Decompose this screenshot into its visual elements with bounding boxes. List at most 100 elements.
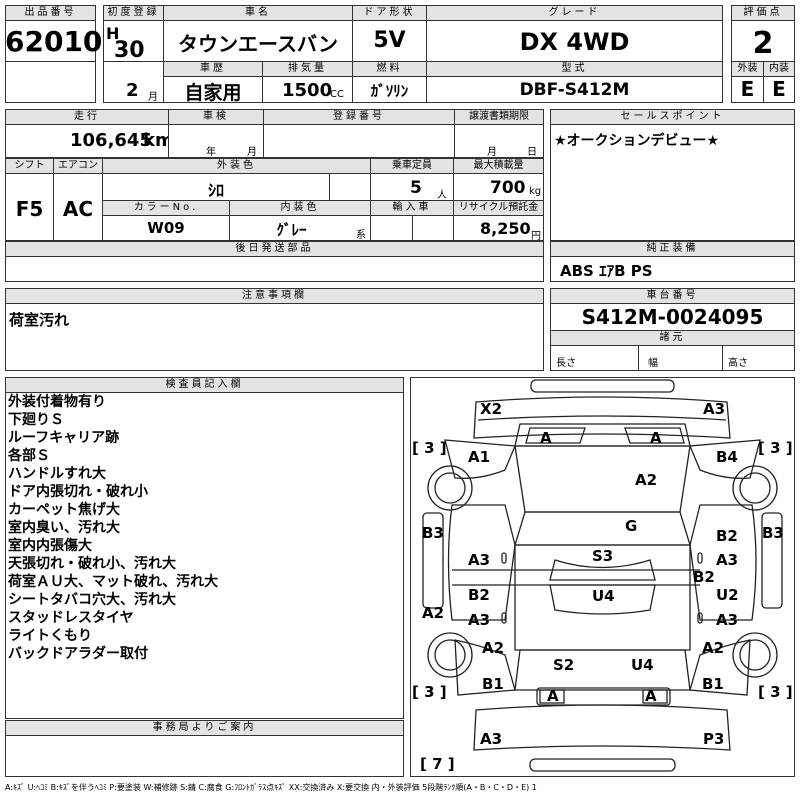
damage-mark: P3 xyxy=(703,730,725,748)
damage-mark: S3 xyxy=(592,547,614,565)
sales-box xyxy=(550,124,795,241)
model-box xyxy=(426,76,723,103)
inspection-label: 車検 xyxy=(168,109,264,125)
inspector-line: ハンドルすれ大 xyxy=(8,466,106,482)
damage-mark: B2 xyxy=(468,586,490,604)
tire-tread-rear-left: [ 3 ] xyxy=(412,683,447,701)
inspector-line: 室内臭い、汚れ大 xyxy=(8,520,120,536)
height-label: 高さ xyxy=(728,358,748,369)
office-label: 事務局よりご案内 xyxy=(5,720,404,736)
load-box xyxy=(453,173,544,201)
length-label: 長さ xyxy=(556,358,576,369)
shift: F5 xyxy=(15,197,44,221)
caution-box xyxy=(5,303,544,371)
displacement-label: 排気量 xyxy=(262,61,353,77)
damage-mark: S2 xyxy=(553,656,575,674)
color-no: W09 xyxy=(147,219,185,237)
int-grade: E xyxy=(772,77,786,101)
sales-label: セールスポイント xyxy=(550,109,795,125)
damage-mark: A2 xyxy=(635,471,658,489)
grade: DX 4WD xyxy=(519,28,630,56)
mileage: 106,645 xyxy=(70,130,152,151)
first-reg-label: 初度登録 xyxy=(103,5,164,21)
history: 自家用 xyxy=(184,82,242,104)
damage-mark: B3 xyxy=(762,524,784,542)
ext-box xyxy=(731,76,764,103)
reg-no-label: 登録番号 xyxy=(263,109,455,125)
color-no-label: カラーNo. xyxy=(102,200,230,216)
later-parts-box xyxy=(5,256,544,282)
width-label: 幅 xyxy=(648,358,658,369)
office-box xyxy=(5,735,404,777)
import-box-1 xyxy=(370,215,413,241)
inspector-line: ルーフキャリア跡 xyxy=(8,430,120,446)
legend: A:ｷｽﾞ U:ﾍｺﾐ B:ｷｽﾞを伴うﾍｺﾐ P:要塗装 W:補修跡 S:錆 … xyxy=(5,783,537,792)
color-no-box xyxy=(102,215,230,241)
ac-label: エアコン xyxy=(53,158,103,174)
ext-color-label: 外装色 xyxy=(102,158,371,174)
door-label: ドア形状 xyxy=(352,5,427,21)
era: H xyxy=(106,24,120,43)
model: DBF-S412M xyxy=(519,80,630,100)
recycle-label: リサイクル預託金 xyxy=(453,200,544,216)
score-label: 評価点 xyxy=(731,5,795,21)
damage-mark: A3 xyxy=(716,611,739,629)
reg-no-box xyxy=(263,124,455,158)
spec-label: 諸元 xyxy=(550,330,795,346)
inspector-line: シートタバコ穴大、汚れ大 xyxy=(8,592,176,608)
damage-mark: A3 xyxy=(468,551,491,569)
damage-mark: U4 xyxy=(631,656,654,674)
shift-label: シフト xyxy=(5,158,54,174)
car-name-label: 車名 xyxy=(163,5,353,21)
equip: ABS ｴｱB PS xyxy=(560,262,653,280)
int-box xyxy=(763,76,795,103)
first-reg-box xyxy=(103,20,164,62)
caution-label: 注意事項欄 xyxy=(5,288,544,304)
inspector-line: カーペット焦げ大 xyxy=(8,502,120,518)
fuel-label: 燃料 xyxy=(352,61,427,77)
damage-mark: B3 xyxy=(422,524,444,542)
damage-mark: U4 xyxy=(592,587,615,605)
int-color-box xyxy=(229,215,371,241)
inspector-line: 下廻りＳ xyxy=(8,412,64,428)
import-box-2 xyxy=(412,215,454,241)
car-name-box xyxy=(163,20,353,62)
spec-divider-1 xyxy=(638,345,639,371)
mileage-box xyxy=(5,124,169,158)
fuel-box xyxy=(352,76,427,103)
damage-mark: A2 xyxy=(482,639,505,657)
import-label: 輸入車 xyxy=(370,200,454,216)
damage-mark: A2 xyxy=(702,639,725,657)
recycle-box xyxy=(453,215,544,241)
lot-blank xyxy=(5,61,96,103)
displacement-box xyxy=(262,76,353,103)
ext-color-extra xyxy=(329,173,371,201)
inspector-line: ドア内張切れ・破れ小 xyxy=(8,484,148,500)
ext-label: 外装 xyxy=(731,61,764,77)
inspector-label: 検査員記入欄 xyxy=(5,377,404,393)
later-parts-label: 後日発送部品 xyxy=(5,241,544,257)
tire-tread-spare: [ 7 ] xyxy=(420,755,455,773)
damage-mark: A2 xyxy=(422,604,445,622)
damage-mark: A3 xyxy=(716,551,739,569)
equip-box xyxy=(550,256,795,282)
ac-box xyxy=(53,173,103,241)
grade-label: グレード xyxy=(426,5,723,21)
recycle-unit: 円 xyxy=(531,231,541,242)
tire-tread-front-left: [ 3 ] xyxy=(412,439,447,457)
displacement-unit: CC xyxy=(330,89,344,100)
damage-mark: A xyxy=(650,429,662,447)
mileage-label: 走行 xyxy=(5,109,169,125)
grade-box xyxy=(426,20,723,62)
transfer-label: 譲渡書類期限 xyxy=(454,109,544,125)
score: 2 xyxy=(752,26,774,61)
inspector-line: 外装付着物有り xyxy=(8,394,106,410)
spec-divider-2 xyxy=(722,345,723,371)
damage-mark: B1 xyxy=(482,675,504,693)
sales-text: ★オークションデビュー★ xyxy=(554,133,720,149)
car-name: タウンエースバン xyxy=(178,32,338,56)
spec-box xyxy=(550,345,795,371)
inspector-line: 室内内張傷大 xyxy=(8,538,92,554)
lot-label: 出品番号 xyxy=(5,5,96,21)
damage-mark: A xyxy=(540,429,552,447)
